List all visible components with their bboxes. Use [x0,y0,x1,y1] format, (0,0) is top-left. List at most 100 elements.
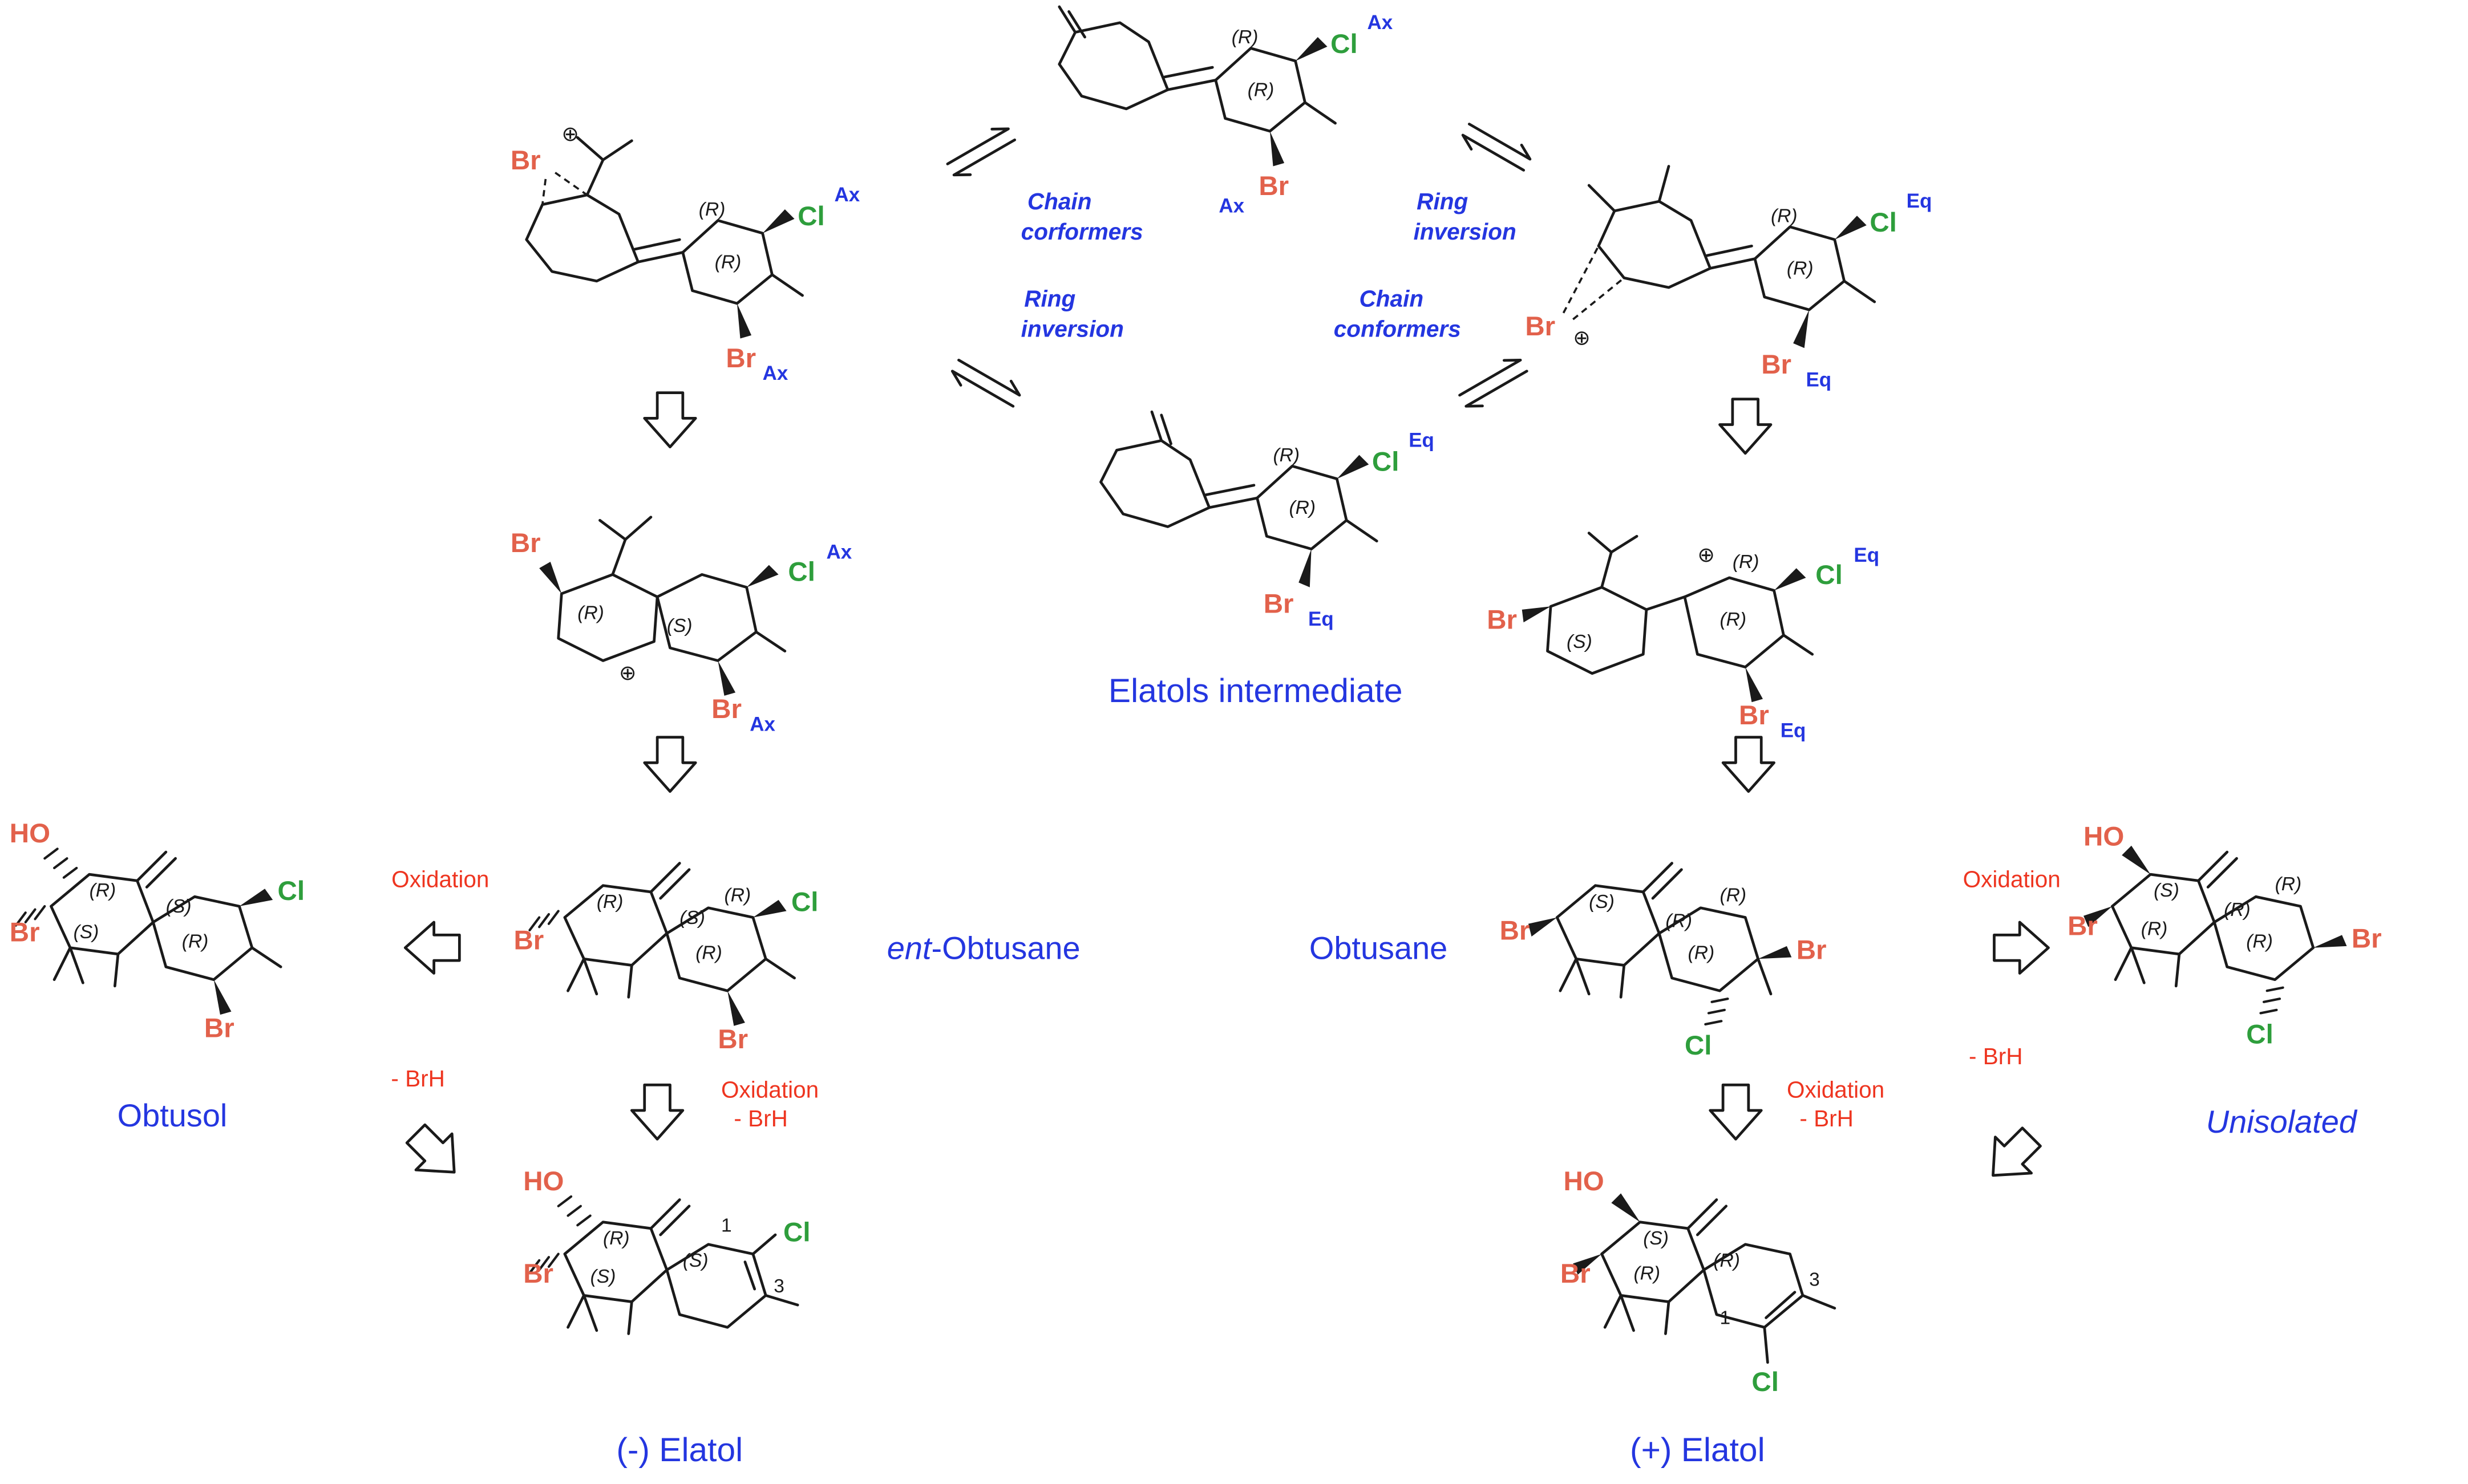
stereo-label: (R) [1273,445,1300,466]
down-arrow [1709,1083,1763,1141]
carbon-3-label: 3 [774,1276,784,1297]
eq-label: Eq [1806,368,1832,391]
cl-atom-label: Cl [1870,208,1897,238]
label-ring-inversion-mid: Ring inversion [1021,286,1124,342]
equilibrium-arrows-top-left [946,127,1017,177]
molecule-intermediate-top-ax: (R) (R) Cl Ax Br Ax [1058,5,1393,217]
svg-text:conformers: conformers [1334,316,1461,342]
oxidation-label-center-left: Oxidation [721,1077,819,1103]
stereo-label: (S) [1567,631,1592,652]
down-arrow [630,1083,685,1141]
cl-atom-label: Cl [1685,1031,1712,1061]
ax-label: Ax [835,184,860,206]
stereo-label: (R) [90,880,116,901]
stereo-label: (R) [695,942,722,963]
cl-atom-label: Cl [1815,560,1843,590]
skeleton [525,136,804,339]
intermediate-title: Elatols intermediate [1108,672,1403,709]
br-atom-label: Br [1739,700,1769,731]
stereo-label: (R) [2224,899,2251,921]
stereo-label: (S) [679,907,705,928]
eq-label: Eq [1409,429,1434,452]
molecule-spiro-cation-left: Br (R) ⊕ (S) Cl Ax Br Ax [511,516,852,735]
br-atom-label: Br [2068,911,2098,941]
eq-label: Eq [1781,720,1806,742]
stereo-label: (R) [1248,79,1275,100]
stereo-label: (R) [2275,874,2302,895]
stereo-label: (S) [1643,1228,1669,1249]
ho-atom-label: HO [1563,1166,1604,1197]
svg-text:corformers: corformers [1021,218,1143,245]
stereo-label: (S) [1589,891,1615,913]
oxidation-label-right: Oxidation [1963,866,2061,892]
stereo-label: (R) [597,891,624,913]
ax-label: Ax [1219,195,1244,217]
stereo-label: (S) [74,922,99,943]
br-atom-label: Br [1259,171,1289,201]
stereo-label: (R) [1688,942,1715,963]
plus-charge: ⊕ [561,122,578,145]
cl-atom-label: Cl [2246,1020,2273,1050]
ax-label: Ax [1367,11,1393,34]
cl-atom-label: Cl [798,201,825,232]
svg-text:Ring: Ring [1417,188,1468,214]
ho-atom-label: HO [10,818,50,849]
cl-atom-label: Cl [1751,1367,1779,1397]
svg-text:Chain: Chain [1027,188,1092,214]
stereo-label: (R) [725,885,751,906]
stereo-label: (S) [683,1250,709,1271]
br-atom-label: Br [511,145,541,176]
ax-label: Ax [750,713,775,735]
br-atom-label: Br [711,694,742,724]
stereo-label: (R) [1719,609,1746,630]
skeleton [1528,862,1792,1026]
plus-charge: ⊕ [619,661,636,684]
svg-text:Ring: Ring [1024,286,1075,312]
cl-atom-label: Cl [1372,447,1399,477]
stereo-label: (S) [667,615,693,636]
br-atom-label: Br [1560,1259,1591,1289]
molecule-bromonium-eq: Br ⊕ (R) (R) Cl Eq Br Eq [1525,165,1932,391]
carbon-3-label: 3 [1809,1270,1820,1291]
stereo-label: (R) [1713,1250,1740,1271]
carbon-1-label: 1 [1719,1308,1730,1329]
down-arrow [1721,736,1775,793]
molecule-bromonium-ax: Br ⊕ (R) (R) Cl Ax Br Ax [511,122,860,384]
cl-atom-label: Cl [278,876,305,906]
stereo-label: (R) [603,1228,630,1249]
down-arrow [643,391,697,449]
diagonal-arrow-down-left [1992,1126,2042,1177]
oxidation-label-left: Oxidation [391,866,489,892]
cl-atom-label: Cl [791,887,819,917]
plus-charge: ⊕ [1573,326,1590,350]
molecule-unisolated: HO (S) Br (R) (R) (R) (R) Br Cl [2068,822,2382,1050]
skeleton [528,1195,799,1335]
br-atom-label: Br [1797,935,1827,965]
plus-charge: ⊕ [1697,543,1714,566]
obtusane-title: Obtusane [1309,930,1447,966]
label-chain-conformers-mid: Chain conformers [1334,286,1461,342]
skeleton [1058,5,1337,167]
label-chain-conformers-top: Chain corformers [1021,188,1143,245]
plus-elatol-title: (+) Elatol [1630,1432,1765,1469]
molecule-spiro-cation-right: Br (S) ⊕ (R) (R) Cl Eq Br Eq [1487,532,1879,742]
molecule-plus-elatol: HO (S) Br (R) (R) 1 3 Cl [1560,1166,1836,1397]
br-atom-label: Br [726,343,756,374]
molecule-obtusol: HO (R) Br (S) (S) (R) Cl Br [10,818,305,1043]
eq-label: Eq [1907,190,1932,212]
br-atom-label: Br [1487,605,1517,635]
carbon-1-label: 1 [721,1215,732,1236]
skeleton [14,848,282,1015]
stereo-label: (R) [699,199,726,220]
equilibrium-arrows-top-right [1461,123,1532,172]
molecule-obtusane: Br (S) (R) (R) (R) Br Cl [1500,862,1827,1061]
stereo-label: (R) [2141,918,2168,939]
oxidation-label-center-right: Oxidation [1787,1077,1884,1103]
cl-atom-label: Cl [783,1217,811,1247]
stereo-label: (R) [1289,497,1316,518]
left-arrow [403,921,461,975]
br-atom-label: Br [523,1259,553,1289]
eq-label: Eq [1854,544,1879,566]
molecule-intermediate-mid-eq: (R) (R) Cl Eq Br Eq [1099,410,1434,630]
